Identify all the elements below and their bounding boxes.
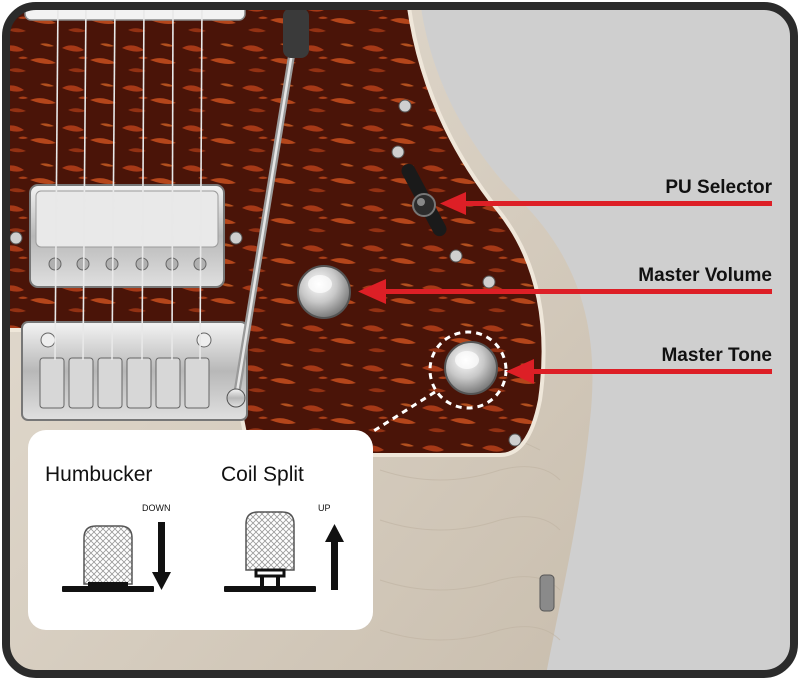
master-volume-knob: [297, 265, 351, 319]
down-arrow-icon: [152, 522, 171, 590]
coil-split-knob-up-icon: [224, 511, 316, 592]
master-volume-arrow: [358, 279, 772, 304]
knob-position-diagrams: [62, 511, 344, 592]
callout-label-master-tone: Master Tone: [661, 345, 772, 366]
up-arrow-icon: [325, 524, 344, 590]
output-jack: [539, 574, 555, 612]
coil-split-title: Coil Split: [221, 463, 304, 486]
coil-split-direction-label: UP: [318, 503, 331, 513]
tone-highlight-circle: [428, 330, 508, 410]
callout-arrows: [358, 192, 772, 384]
tremolo-arm: [226, 8, 309, 408]
master-tone-knob: [444, 341, 498, 395]
bridge-humbucker: [29, 184, 225, 288]
humbucker-title: Humbucker: [45, 463, 153, 486]
coil-split-inset: Humbucker Coil Split DOWN UP: [28, 430, 373, 630]
strings: [54, 6, 203, 361]
callout-label-pu-selector: PU Selector: [665, 177, 772, 198]
bridge: [21, 321, 248, 421]
pu-selector-arrow: [440, 192, 772, 215]
inset-connector-line: [371, 390, 436, 434]
humbucker-direction-label: DOWN: [142, 503, 171, 513]
master-tone-arrow: [506, 359, 772, 384]
humbucker-knob-down-icon: [62, 525, 154, 592]
pu-selector-switch: [401, 163, 447, 237]
callout-label-master-volume: Master Volume: [638, 265, 772, 286]
pickguard-screws: [9, 99, 522, 447]
